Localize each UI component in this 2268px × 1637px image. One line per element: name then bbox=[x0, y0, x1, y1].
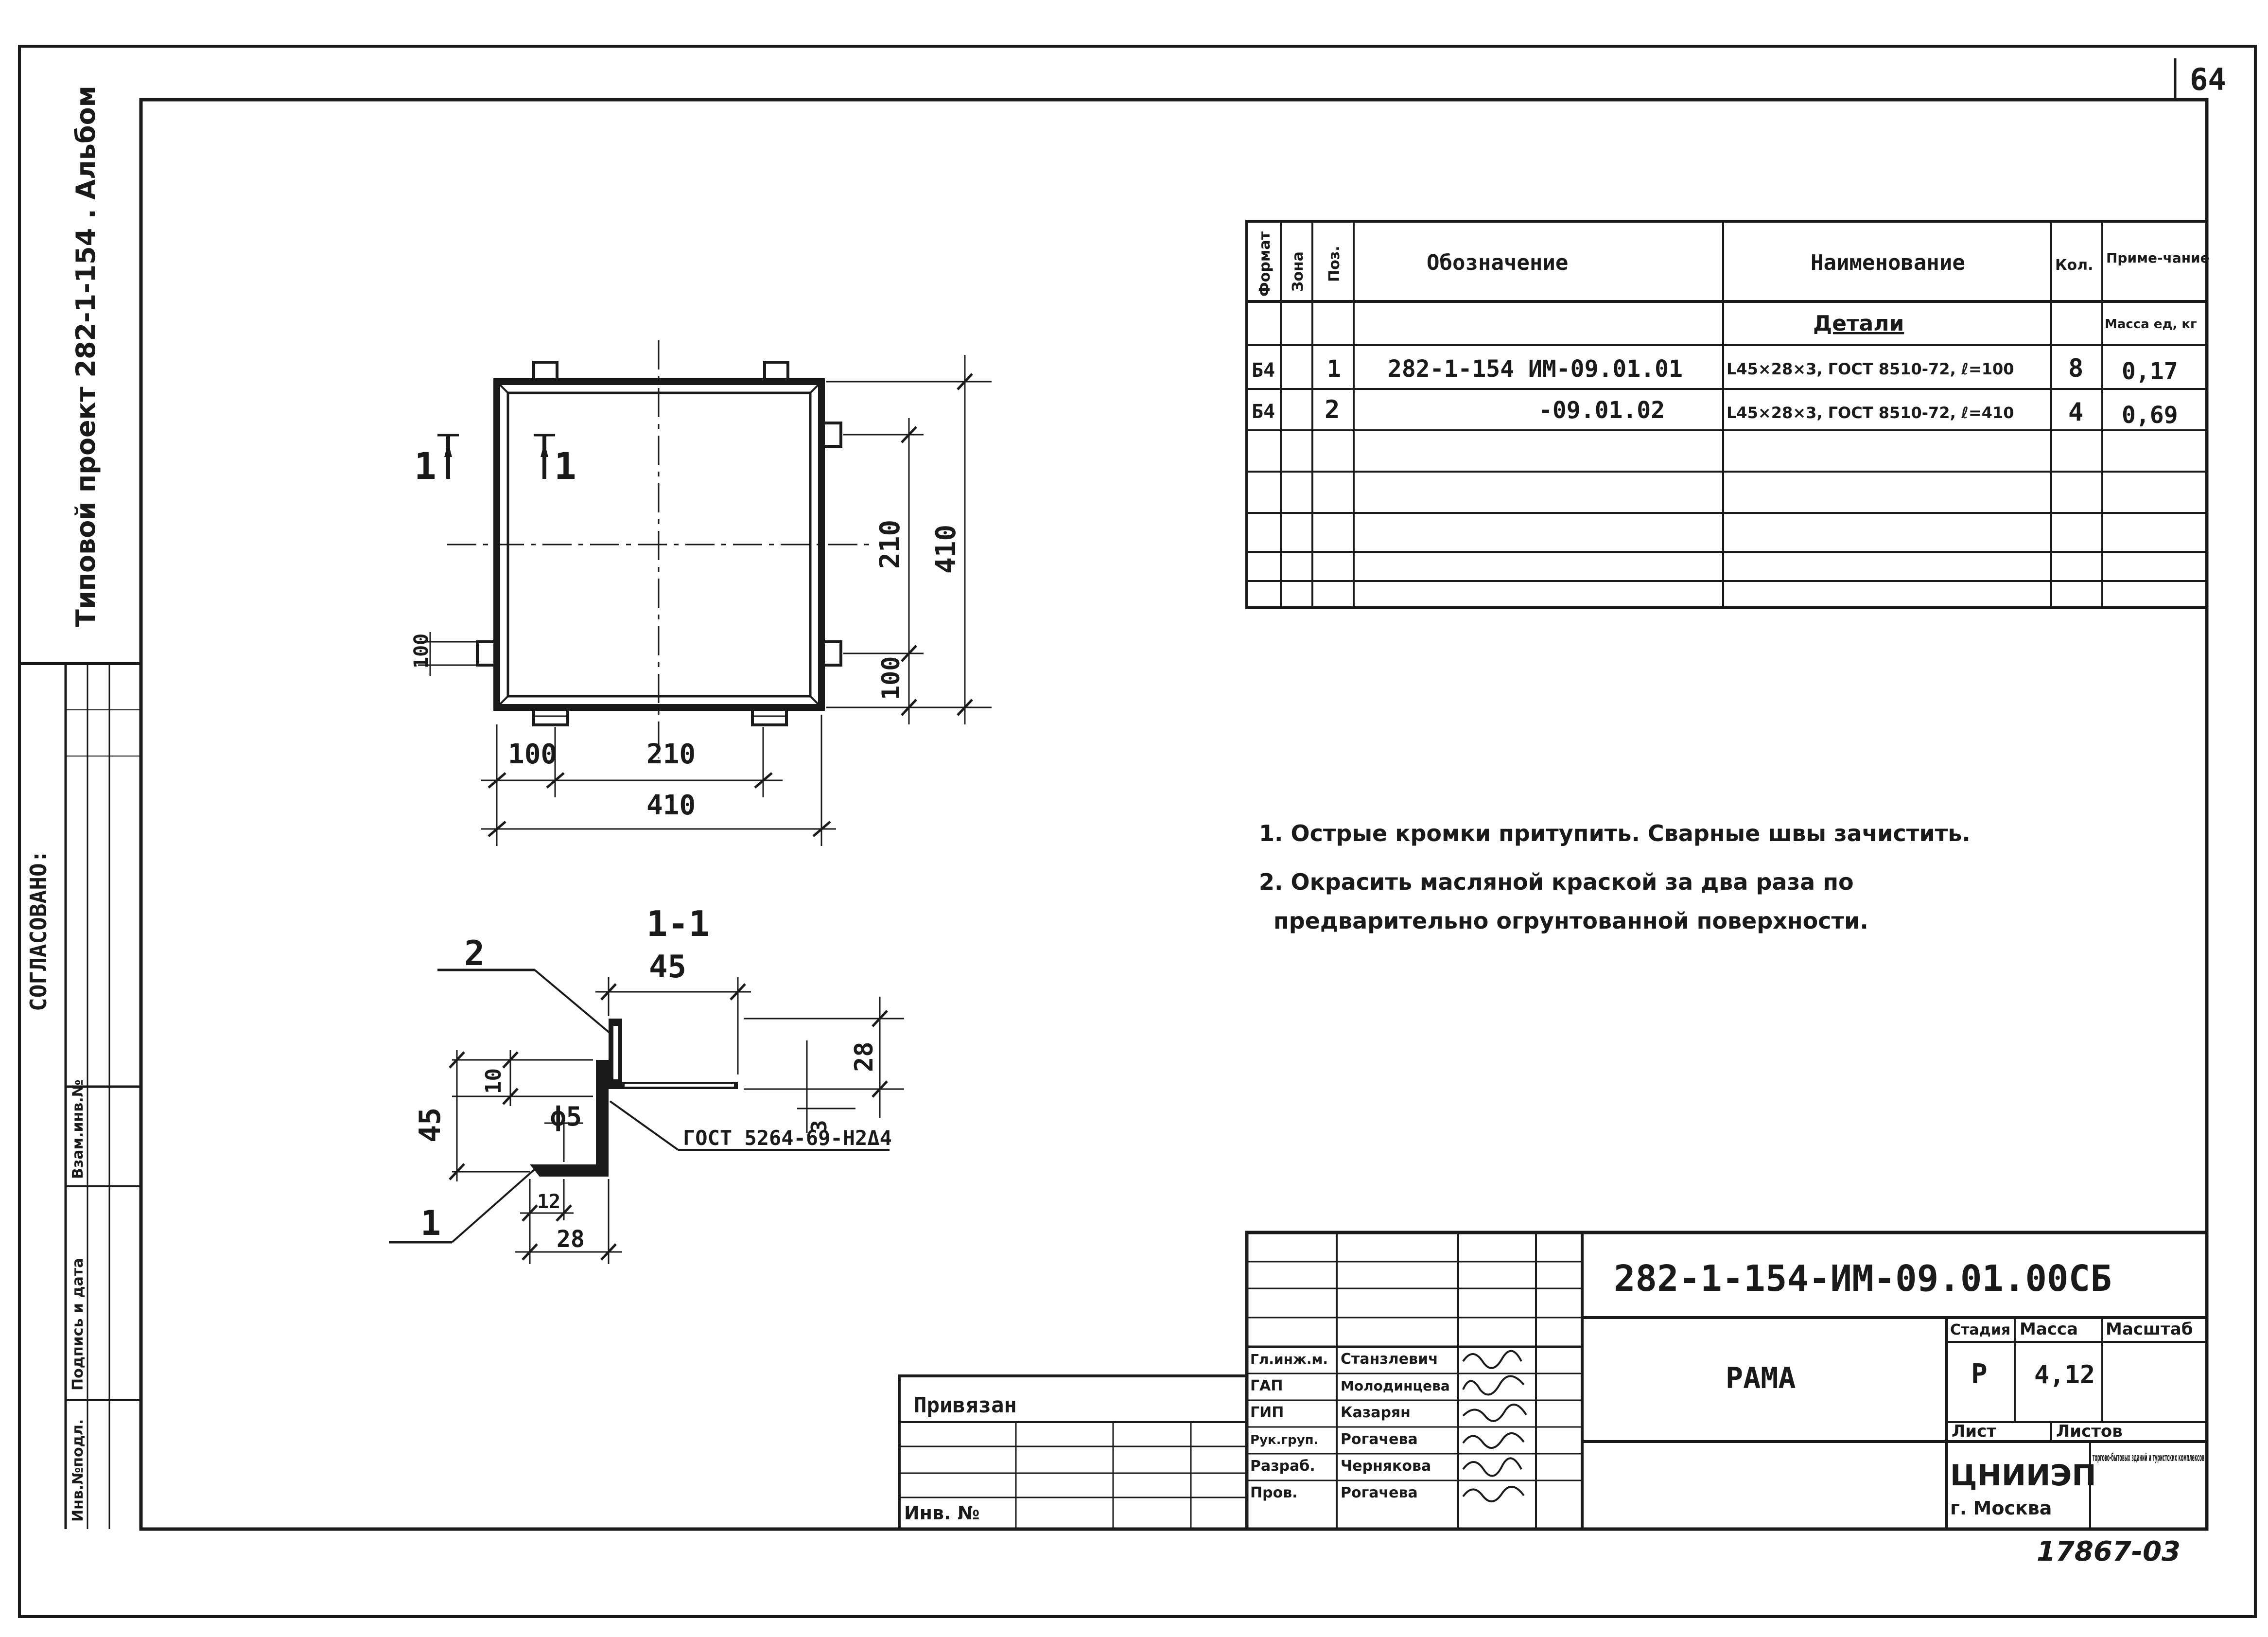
svg-text:3: 3 bbox=[807, 1120, 832, 1133]
angle-profile-top bbox=[609, 1019, 738, 1089]
svg-text:г. Москва: г. Москва bbox=[1950, 1497, 2052, 1519]
svg-text:Масштаб: Масштаб bbox=[2106, 1320, 2193, 1339]
drawing-name: РАМА bbox=[1726, 1361, 1796, 1395]
svg-text:L45×28×3, ГОСТ 8510-72, ℓ=100: L45×28×3, ГОСТ 8510-72, ℓ=100 bbox=[1727, 360, 2014, 378]
svg-text:Поз.: Поз. bbox=[1326, 246, 1343, 282]
svg-text:Инв. №: Инв. № bbox=[904, 1502, 980, 1524]
plan-dimensions: 100 210 410 210 410 100 100 bbox=[410, 355, 992, 846]
project-label: Типовой проект 282-1-154 . Альбом bbox=[70, 86, 101, 627]
section-cut-marker: 1 1 bbox=[414, 434, 576, 488]
frame-plan-view bbox=[447, 340, 870, 758]
svg-text:Б4: Б4 bbox=[1252, 401, 1275, 423]
svg-text:торгово-бытовых зданий и турис: торгово-бытовых зданий и туристских комп… bbox=[2093, 1452, 2204, 1464]
note-1: 1. Острые кромки притупить. Сварные швы … bbox=[1259, 820, 1971, 846]
svg-text:Стадия: Стадия bbox=[1950, 1321, 2010, 1338]
lug-right-bottom bbox=[820, 640, 842, 667]
svg-text:Гл.инж.м.: Гл.инж.м. bbox=[1250, 1351, 1328, 1367]
svg-text:Пров.: Пров. bbox=[1250, 1484, 1298, 1501]
svg-text:Рогачева: Рогачева bbox=[1341, 1484, 1418, 1501]
note-2: 2. Окрасить масляной краской за два раза… bbox=[1259, 869, 1854, 895]
svg-text:1: 1 bbox=[414, 444, 436, 488]
section-title: 1-1 bbox=[646, 903, 710, 944]
svg-text:45: 45 bbox=[649, 949, 686, 985]
svg-text:Наименование: Наименование bbox=[1811, 250, 1965, 275]
svg-text:Р: Р bbox=[1971, 1358, 1988, 1390]
drawing-code: 282-1-154-ИМ-09.01.00СБ bbox=[1614, 1258, 2112, 1300]
svg-text:Листов: Листов bbox=[2056, 1422, 2123, 1441]
svg-text:Кол.: Кол. bbox=[2055, 257, 2094, 274]
svg-text:10: 10 bbox=[481, 1068, 506, 1094]
svg-text:2: 2 bbox=[1325, 395, 1340, 424]
sign-date-label: Подпись и дата bbox=[70, 1258, 87, 1391]
svg-text:Б4: Б4 bbox=[1252, 359, 1275, 382]
svg-text:Детали: Детали bbox=[1813, 311, 1904, 336]
svg-text:1: 1 bbox=[1327, 355, 1341, 383]
svg-text:-09.01.02: -09.01.02 bbox=[1538, 397, 1665, 424]
title-block: Привязан Инв. № 282-1-154-ИМ-09.01.00СБ … bbox=[898, 1231, 2209, 1531]
svg-text:ГАП: ГАП bbox=[1250, 1377, 1283, 1394]
svg-text:Станзлевич: Станзлевич bbox=[1341, 1351, 1438, 1368]
svg-text:4: 4 bbox=[2068, 398, 2083, 427]
svg-text:ϕ5: ϕ5 bbox=[550, 1101, 582, 1132]
svg-text:Рук.груп.: Рук.груп. bbox=[1250, 1433, 1319, 1447]
svg-text:282-1-154 ИМ-09.01.01: 282-1-154 ИМ-09.01.01 bbox=[1388, 355, 1683, 383]
agreed-label: СОГЛАСОВАНО: bbox=[25, 850, 52, 1011]
svg-text:Молодинцева: Молодинцева bbox=[1341, 1378, 1450, 1394]
svg-text:4,12: 4,12 bbox=[2034, 1360, 2095, 1390]
svg-text:0,69: 0,69 bbox=[2122, 402, 2178, 429]
organization: ЦНИИЭП bbox=[1950, 1459, 2096, 1493]
svg-text:Привязан: Привязан bbox=[914, 1393, 1017, 1418]
svg-text:1: 1 bbox=[554, 444, 576, 488]
section-view: 1-1 45 28 3 10 45 bbox=[389, 903, 904, 1264]
angle-profile-vertical bbox=[596, 1060, 609, 1164]
dim-210: 210 bbox=[646, 739, 696, 770]
archive-number: 17867-03 bbox=[2037, 1536, 2181, 1567]
svg-text:L45×28×3, ГОСТ 8510-72, ℓ=410: L45×28×3, ГОСТ 8510-72, ℓ=410 bbox=[1727, 404, 2014, 422]
svg-text:Разраб.: Разраб. bbox=[1250, 1458, 1315, 1475]
svg-text:Казарян: Казарян bbox=[1341, 1404, 1411, 1421]
svg-text:0,17: 0,17 bbox=[2122, 358, 2178, 385]
signatures bbox=[1462, 1350, 1527, 1502]
svg-text:Лист: Лист bbox=[1952, 1422, 1996, 1441]
svg-text:45: 45 bbox=[413, 1108, 447, 1143]
inv-orig-label: Инв.№подл. bbox=[70, 1419, 87, 1522]
repl-inv-label: Взам.инв.№ bbox=[70, 1079, 87, 1179]
svg-text:410: 410 bbox=[930, 525, 962, 574]
lug-top-left bbox=[532, 361, 558, 383]
sheet-number: 64 bbox=[2190, 62, 2226, 97]
svg-text:Обозначение: Обозначение bbox=[1427, 250, 1568, 275]
svg-text:Масса ед, кг: Масса ед, кг bbox=[2105, 317, 2197, 332]
lug-right-top bbox=[820, 422, 842, 448]
angle-profile-bottom bbox=[530, 1164, 609, 1177]
svg-text:Формат: Формат bbox=[1256, 231, 1274, 297]
svg-text:8: 8 bbox=[2068, 354, 2083, 383]
svg-text:Рогачева: Рогачева bbox=[1341, 1431, 1418, 1448]
note-2-cont: предварительно огрунтованной поверхности… bbox=[1274, 908, 1868, 934]
svg-text:ГИП: ГИП bbox=[1250, 1404, 1284, 1421]
pos2-label: 2 bbox=[464, 933, 485, 973]
staff-list: Гл.инж.м. Станзлевич ГАП Молодинцева ГИП… bbox=[1250, 1351, 1450, 1501]
svg-text:12: 12 bbox=[537, 1191, 560, 1213]
svg-text:100: 100 bbox=[410, 634, 433, 669]
svg-text:28: 28 bbox=[850, 1041, 879, 1072]
svg-text:Чернякова: Чернякова bbox=[1341, 1458, 1431, 1475]
lug-left-bottom bbox=[476, 640, 498, 667]
lug-top-right bbox=[763, 361, 789, 383]
svg-text:Масса: Масса bbox=[2020, 1320, 2078, 1339]
technical-notes: 1. Острые кромки притупить. Сварные швы … bbox=[1259, 820, 1971, 934]
dim-410: 410 bbox=[646, 790, 696, 821]
spec-table: Формат Зона Поз. Обозначение Наименовани… bbox=[1245, 220, 2210, 609]
dim-100: 100 bbox=[508, 739, 557, 770]
svg-text:100: 100 bbox=[877, 656, 905, 700]
svg-text:Приме-чание: Приме-чание bbox=[2106, 250, 2210, 266]
weld-spec: ГОСТ 5264-69-Н2Δ4 bbox=[683, 1126, 892, 1150]
svg-text:Зона: Зона bbox=[1290, 251, 1307, 292]
svg-text:28: 28 bbox=[557, 1226, 585, 1253]
svg-text:210: 210 bbox=[874, 520, 906, 569]
pos1-label: 1 bbox=[420, 1203, 441, 1243]
